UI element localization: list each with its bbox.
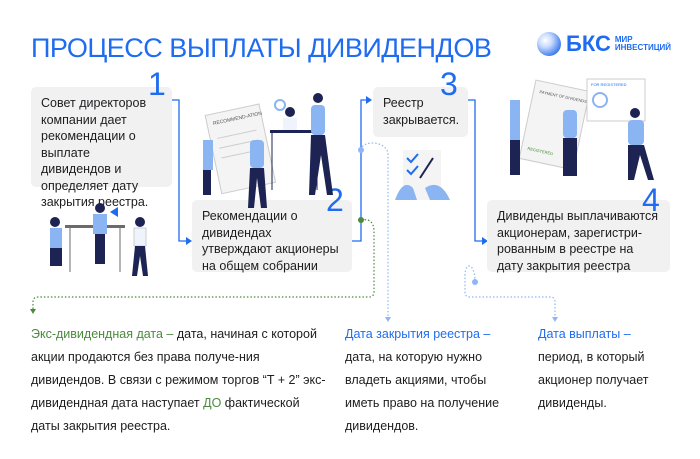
payment-date-dotted-line	[464, 265, 556, 318]
definition-payment-date: Дата выплаты – период, в который акционе…	[538, 323, 678, 415]
step-1-number: 1	[148, 66, 166, 102]
connector-2-3	[352, 99, 367, 242]
definition-text: дата, начиная с которой акции продаются …	[31, 327, 326, 410]
step-4-box: Дивиденды выплачиваются акционерам, заре…	[487, 200, 670, 273]
highlight-before: ДО	[203, 396, 222, 410]
step-3-text: Реестр закрывается.	[383, 96, 460, 127]
term-ex-dividend: Экс-дивидендная дата –	[31, 327, 174, 341]
record-date-dotted-line	[360, 142, 389, 318]
definition-text: дата, на которую нужно владеть акциями, …	[345, 350, 500, 433]
term-record-date: Дата закрытия реестра –	[345, 327, 491, 341]
logo-sphere-icon	[537, 32, 561, 56]
step-1-box: Совет директоров компании дает рекоменда…	[31, 87, 172, 209]
shareholders-meeting-illustration	[50, 203, 148, 276]
logo-brand: БКС	[566, 31, 611, 56]
term-payment-date: Дата выплаты –	[538, 327, 631, 341]
step-4-number: 4	[642, 182, 660, 218]
step-2-box: Рекомендации о дивидендах утверждают акц…	[192, 200, 352, 273]
registered-stamp: REGISTERED	[527, 146, 554, 156]
for-registered-label: FOR REGISTERED	[591, 82, 627, 87]
connector-3-4	[468, 99, 482, 242]
definition-ex-dividend: Экс-дивидендная дата – дата, начиная с к…	[31, 323, 331, 438]
step-2-text: Рекомендации о дивидендах утверждают акц…	[202, 209, 339, 273]
ex-dividend-dotted-line	[32, 219, 375, 310]
logo-sub1: МИР	[614, 35, 633, 44]
connector-1-2	[171, 99, 186, 242]
step-3-number: 3	[440, 66, 458, 102]
step-3-box: Реестр закрывается.	[373, 87, 468, 137]
step-1-text: Совет директоров компании дает рекоменда…	[41, 96, 149, 209]
definition-text-2: фактической даты закрытия реестра.	[31, 396, 300, 433]
recommendation-meeting-illustration: RECOMMEND-ATION	[203, 93, 333, 208]
logo-sub2: ИНВЕСТИЦИЙ	[614, 43, 672, 52]
checklist-signing-illustration	[395, 150, 450, 200]
step-4-text: Дивиденды выплачиваются акционерам, заре…	[497, 209, 658, 273]
definition-text: период, в который акционер получает диви…	[538, 350, 649, 410]
definition-record-date: Дата закрытия реестра – дата, на которую…	[345, 323, 515, 438]
page-title: ПРОЦЕСС ВЫПЛАТЫ ДИВИДЕНДОВ	[31, 33, 492, 63]
